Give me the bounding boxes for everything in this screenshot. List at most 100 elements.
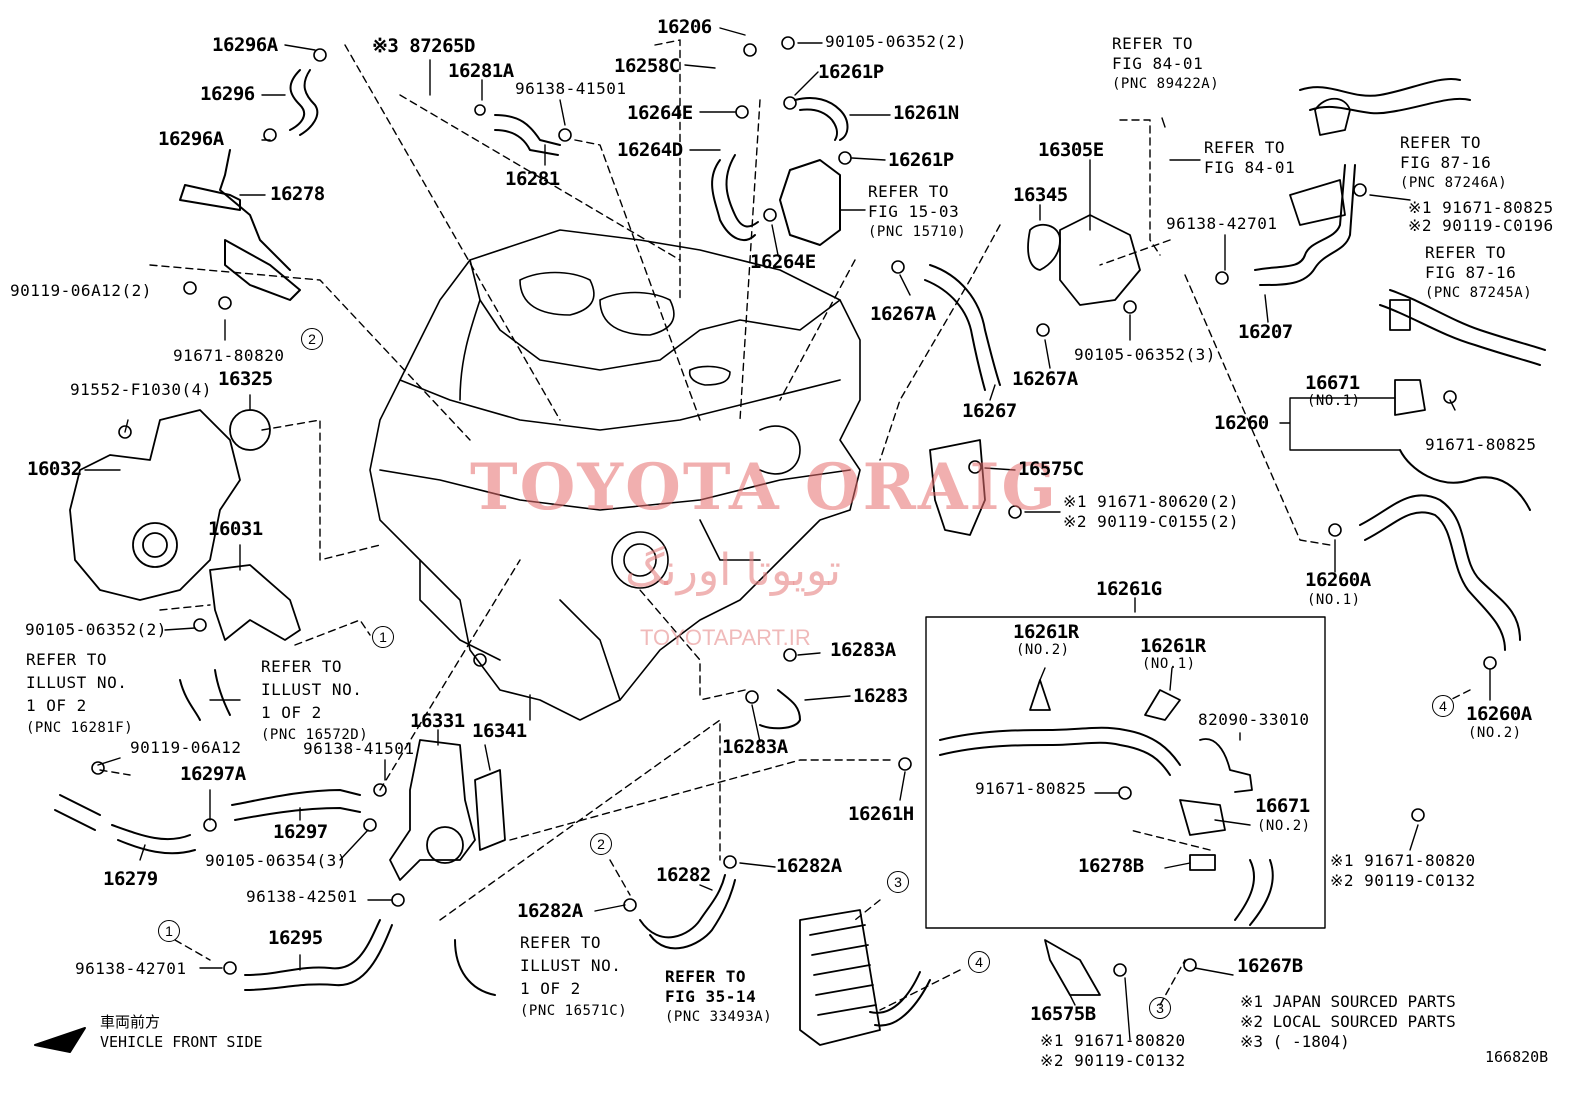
part-label: 16031: [208, 518, 263, 540]
part-label: 16283: [853, 685, 908, 707]
legend-notes: ※1 JAPAN SOURCED PARTS ※2 LOCAL SOURCED …: [1240, 992, 1456, 1052]
part-label: 91671-80820: [173, 346, 285, 365]
part-label: 91671-80825: [1425, 435, 1537, 454]
part-label: 16297: [273, 821, 328, 843]
part-label: 16267B: [1237, 955, 1303, 977]
callout-number: 1: [158, 920, 180, 942]
part-label: 90105-06352(3): [1074, 345, 1216, 364]
part-label: 90105-06352(2): [25, 620, 167, 639]
part-label: 16260A: [1305, 569, 1371, 591]
part-label: 16283A: [830, 639, 896, 661]
part-label: (NO.1): [1307, 592, 1361, 608]
part-label: 16264E: [627, 102, 693, 124]
part-label: 16261R: [1013, 621, 1079, 643]
part-label: 16282: [656, 864, 711, 886]
part-label: 16296: [200, 83, 255, 105]
part-label: (NO.1): [1307, 393, 1361, 409]
part-label: 16261P: [818, 61, 884, 83]
part-label: 16261H: [848, 803, 914, 825]
part-label: 16261P: [888, 149, 954, 171]
callout-number: 4: [1432, 695, 1454, 717]
part-label: 16260A: [1466, 703, 1532, 725]
part-label: 16261R: [1140, 635, 1206, 657]
part-label: 16345: [1013, 184, 1068, 206]
group-box-16261g: [925, 616, 1326, 929]
front-arrow: [34, 1027, 86, 1053]
fasteners: [91, 36, 1497, 977]
part-label: 90119-06A12(2): [10, 281, 152, 300]
part-label: 16341: [472, 720, 527, 742]
part-label: 16261N: [893, 102, 959, 124]
part-label: 91552-F1030(4): [70, 380, 212, 399]
part-label: ※2 90119-C0155(2): [1063, 512, 1240, 531]
part-label: ※1 91671-80820: [1040, 1031, 1186, 1050]
part-label: ※2 90119-C0132: [1330, 871, 1476, 890]
watermark-main: TOYOTA ORAIG: [470, 450, 1059, 525]
hoses: [54, 69, 1546, 1027]
part-label: 16575C: [1018, 458, 1084, 480]
part-label: 16258C: [614, 55, 680, 77]
part-label: 16282A: [517, 900, 583, 922]
watermark-persian: تویوتا اورنگ: [625, 545, 841, 596]
watermark-site: TOYOTAPART.IR: [640, 625, 811, 650]
part-label: 16325: [218, 368, 273, 390]
part-label: 16297A: [180, 763, 246, 785]
callout-number: 2: [301, 328, 323, 350]
part-label: 16267: [962, 400, 1017, 422]
part-label: (NO.2): [1257, 818, 1311, 834]
note-local: ※2 LOCAL SOURCED PARTS: [1240, 1012, 1456, 1031]
part-label: 16267A: [1012, 368, 1078, 390]
callout-number: 1: [372, 626, 394, 648]
part-label: ※1 91671-80620(2): [1063, 492, 1240, 511]
vehicle-front-label: 車両前方 VEHICLE FRONT SIDE: [100, 1013, 263, 1051]
part-label: 96138-41501: [303, 739, 415, 758]
part-label: 96138-42501: [246, 887, 358, 906]
part-label: 16264E: [750, 251, 816, 273]
part-label: 16260: [1214, 412, 1269, 434]
callout-number: 3: [887, 871, 909, 893]
note-japan: ※1 JAPAN SOURCED PARTS: [1240, 992, 1456, 1011]
part-label: 16282A: [776, 855, 842, 877]
part-label: 16295: [268, 927, 323, 949]
part-label: 90105-06352(2): [825, 32, 967, 51]
engine-block: [369, 229, 861, 721]
part-label: 91671-80825: [975, 779, 1087, 798]
part-label: 16267A: [870, 303, 936, 325]
part-label: 16207: [1238, 321, 1293, 343]
leader-lines: [99, 39, 1471, 1011]
part-label: ※1 91671-80820: [1330, 851, 1476, 870]
part-label: (NO.1): [1142, 656, 1196, 672]
part-label: ※2 90119-C0132: [1040, 1051, 1186, 1070]
note-date: ※3 ( -1804): [1240, 1032, 1350, 1051]
part-label: 16281: [505, 168, 560, 190]
part-label: 16296A: [212, 34, 278, 56]
callout-number: 4: [968, 951, 990, 973]
part-label: (NO.2): [1468, 725, 1522, 741]
components: [69, 97, 1426, 1046]
part-label: 16575B: [1030, 1003, 1096, 1025]
part-label: 16671: [1305, 372, 1360, 394]
solid-leaders: [84, 27, 1491, 1041]
callout-number: 2: [590, 833, 612, 855]
part-label: 16278: [270, 183, 325, 205]
part-label: 16296A: [158, 128, 224, 150]
part-label: 16283A: [722, 736, 788, 758]
part-label: 96138-42701: [75, 959, 187, 978]
part-label: 16278B: [1078, 855, 1144, 877]
part-label: ※2 90119-C0196: [1408, 216, 1554, 235]
figure-number: 166820B: [1485, 1048, 1549, 1066]
part-label: 16305E: [1038, 139, 1104, 161]
part-label: 90119-06A12: [130, 738, 242, 757]
part-label: 16261G: [1096, 578, 1162, 600]
part-label: 96138-41501: [515, 79, 627, 98]
